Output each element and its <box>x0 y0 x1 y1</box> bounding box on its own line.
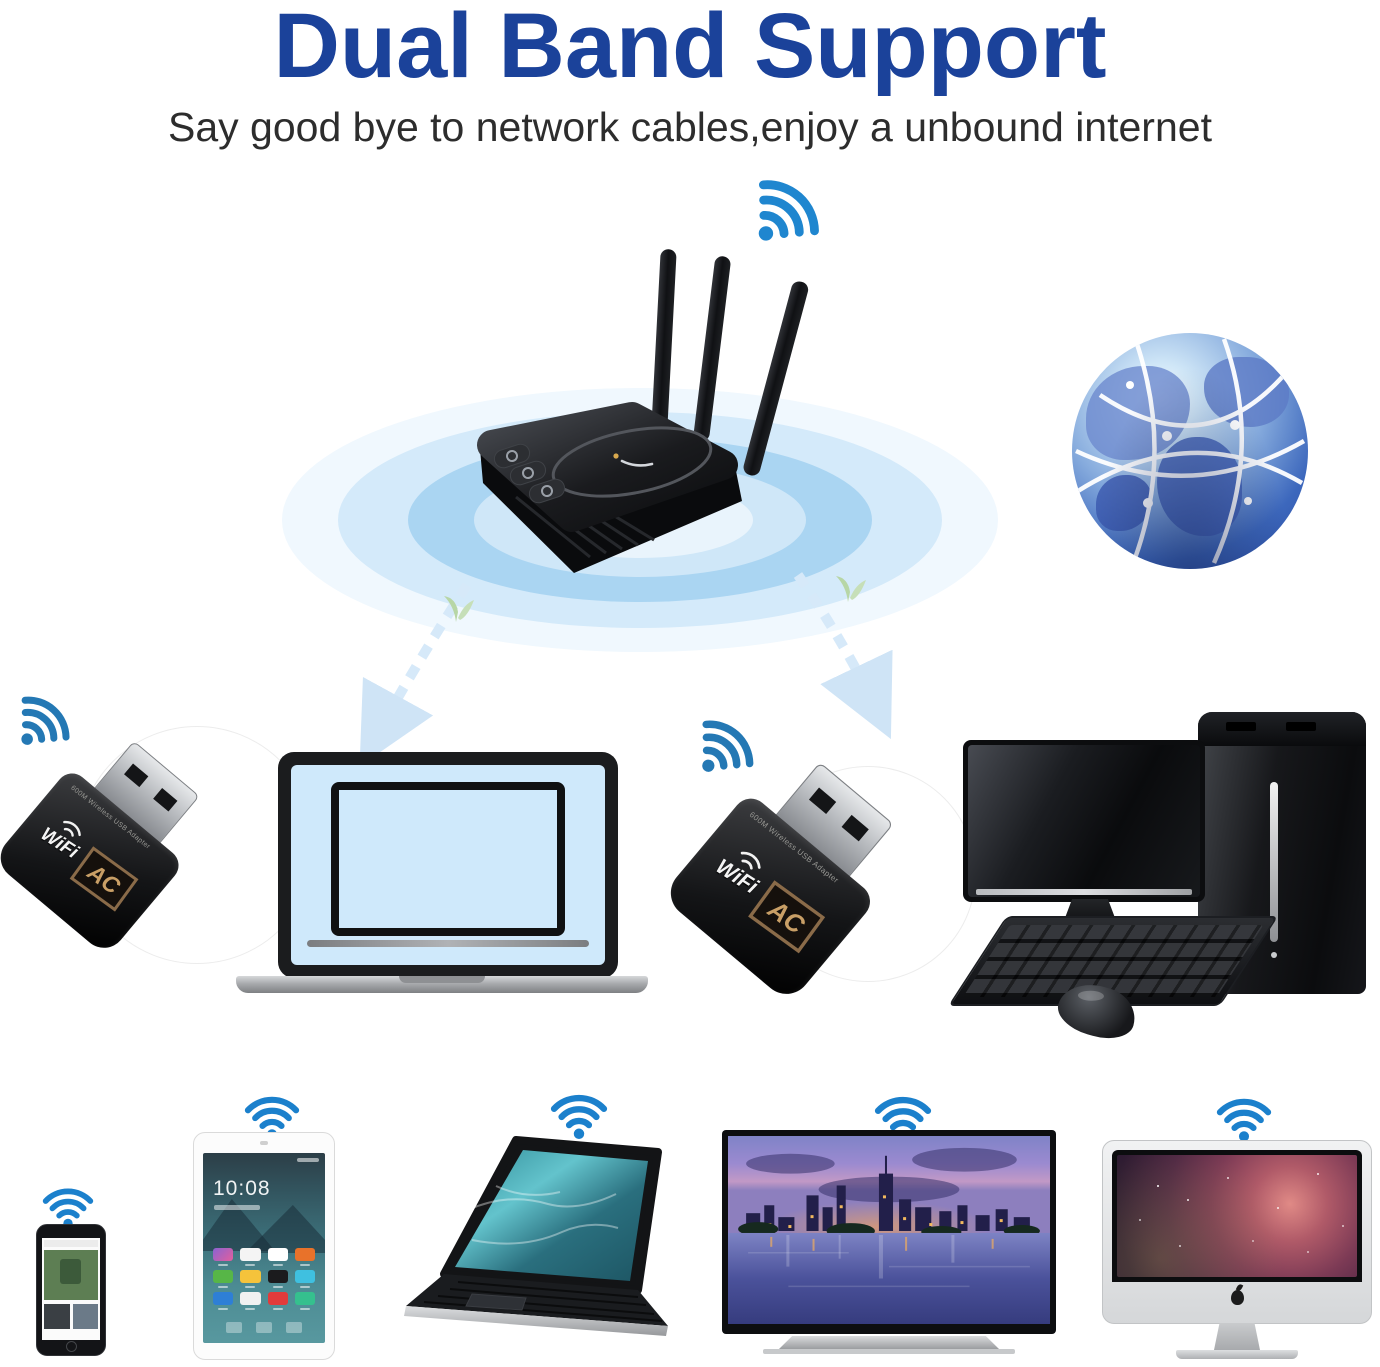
router-logo <box>613 453 654 467</box>
app-icon <box>267 1248 288 1266</box>
phone-thumbnail <box>72 1304 98 1329</box>
keyboard-keys <box>962 925 1264 997</box>
wifi-signal-icon <box>730 164 834 267</box>
imac-stand-neck <box>1214 1323 1260 1350</box>
dock-icon <box>226 1322 242 1333</box>
notebook-trackpad <box>465 1293 527 1311</box>
laptop-base <box>236 976 648 993</box>
usb-wifi-adapter: 600M Wireless USB Adapter WiFi AC <box>0 720 224 957</box>
mini-laptop-icon <box>331 782 565 936</box>
tablet-app-grid <box>213 1248 315 1310</box>
usb-plug-hole <box>841 814 869 842</box>
wifi-signal-icon <box>550 1092 608 1141</box>
app-icon <box>213 1270 234 1288</box>
dock-icon <box>286 1322 302 1333</box>
app-icon <box>267 1292 288 1310</box>
plant-sprig-left <box>444 596 474 622</box>
imac-stand-base <box>1176 1350 1298 1359</box>
router-indicator-buttons <box>493 443 566 504</box>
router-front-face <box>480 449 742 573</box>
tablet-dock <box>213 1322 315 1333</box>
tv-stand <box>779 1336 999 1349</box>
globe-continent <box>1156 436 1242 536</box>
app-icon <box>294 1292 315 1310</box>
globe-continent <box>1095 474 1153 532</box>
wallpaper-streaks <box>467 1185 619 1245</box>
apple-logo-icon <box>1230 1290 1244 1305</box>
app-icon <box>213 1292 234 1310</box>
page-title: Dual Band Support <box>273 0 1107 97</box>
router-top-ring <box>551 426 713 498</box>
phone-screen-thumbnails <box>44 1304 98 1329</box>
mini-laptop-base <box>307 940 589 947</box>
usb-plug-hole <box>124 763 149 788</box>
router-antennas <box>651 249 809 476</box>
router-illustration <box>477 249 809 573</box>
notebook-illustration <box>404 1136 668 1336</box>
app-icon <box>240 1248 261 1266</box>
tower-power-button <box>1271 952 1277 958</box>
wifi-signal-icon <box>0 683 82 766</box>
adapter-body: 600M Wireless USB Adapter WiFi AC <box>0 766 186 957</box>
tower-top-cap <box>1198 712 1366 746</box>
plant-sprig-right <box>836 576 866 602</box>
app-icon <box>240 1292 261 1310</box>
dock-icon <box>256 1322 272 1333</box>
laptop-illustration <box>278 752 618 978</box>
tower-vent <box>1286 722 1316 731</box>
page-subtitle: Say good bye to network cables,enjoy a u… <box>168 104 1212 150</box>
app-icon <box>213 1248 234 1266</box>
usb-plug-hole <box>808 787 837 814</box>
usb-plug-hole <box>153 787 178 812</box>
app-icon <box>267 1270 288 1288</box>
wifi-signal-icon <box>678 707 767 795</box>
monitor-illustration <box>963 740 1205 902</box>
notebook-keyboard-deck <box>406 1274 668 1326</box>
tower-drive-stripe <box>1270 782 1278 942</box>
tv-screen <box>728 1136 1050 1324</box>
tv-frame <box>722 1130 1056 1334</box>
tablet-camera <box>260 1141 268 1145</box>
wifi-signal-icon <box>1216 1096 1272 1143</box>
app-icon <box>240 1270 261 1288</box>
phone-screen-hero-image <box>44 1250 98 1300</box>
usb-wifi-adapter: 600M Wireless USB Adapter WiFi AC <box>660 739 921 1004</box>
wallpaper-mountain <box>245 1205 325 1253</box>
phone-screen-header <box>44 1240 98 1247</box>
phone-screen <box>42 1238 100 1340</box>
adapter-body: 600M Wireless USB Adapter WiFi AC <box>660 791 878 1004</box>
tablet-date-line <box>214 1205 260 1210</box>
wifi-arcs-icon <box>63 820 81 837</box>
imac-bezel <box>1112 1150 1362 1282</box>
notebook-screen <box>455 1150 648 1281</box>
imac-illustration <box>1102 1140 1372 1359</box>
tablet-illustration: 10:08 <box>193 1132 335 1360</box>
tablet-screen: 10:08 <box>203 1153 325 1343</box>
wallpaper-stars <box>1157 1185 1159 1187</box>
monitor-screen <box>968 745 1200 897</box>
phone-thumbnail <box>44 1304 70 1329</box>
globe-icon <box>1072 333 1308 569</box>
imac-shell <box>1102 1140 1372 1324</box>
smartphone-illustration <box>36 1224 106 1356</box>
adapter-brand: WiFi <box>28 804 99 872</box>
tower-vent <box>1226 722 1256 731</box>
globe-network-lines <box>1075 338 1306 564</box>
adapter-brand: WiFi <box>702 833 782 909</box>
imac-screen <box>1117 1155 1357 1277</box>
laptop-screen <box>291 765 605 965</box>
tablet-clock: 10:08 <box>213 1177 271 1200</box>
wifi-signal-icon <box>874 1094 932 1143</box>
tablet-status-bar <box>297 1158 319 1162</box>
notebook-front-edge <box>404 1306 668 1336</box>
tv-stand-base <box>763 1349 1015 1354</box>
wifi-signal-icon <box>42 1186 94 1230</box>
monitor-bottom-strip <box>976 889 1192 895</box>
app-icon <box>294 1248 315 1266</box>
tv-illustration <box>722 1130 1056 1354</box>
globe-continent <box>1086 366 1190 461</box>
wifi-arcs-icon <box>740 851 761 870</box>
app-icon <box>294 1270 315 1288</box>
